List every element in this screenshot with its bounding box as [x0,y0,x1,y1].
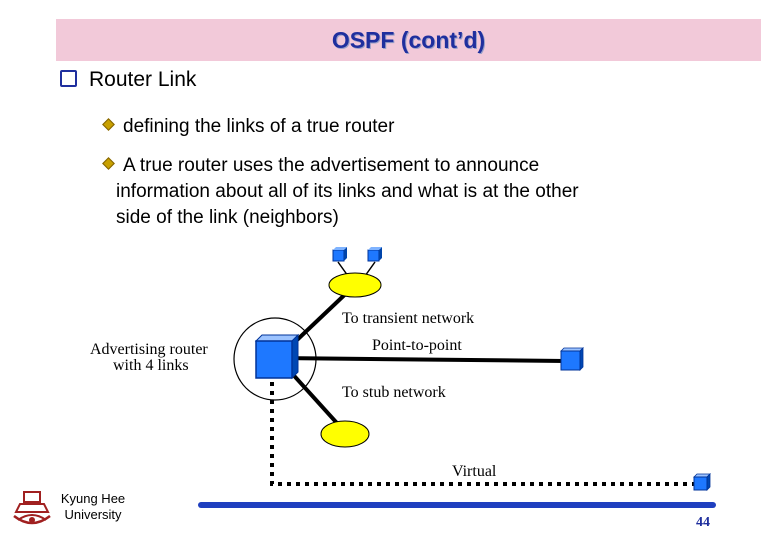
router-highlight-circle [233,317,317,401]
transient-network-icon [328,272,382,298]
stub-network-label: To stub network [342,384,446,401]
section-heading: Router Link [60,68,196,92]
heading-text: Router Link [89,68,197,91]
slide-title: OSPF (cont’d) [331,27,486,53]
page-number: 44 [696,515,710,530]
virtual-link [270,382,700,486]
neighbor-router-icon [560,347,584,371]
university-name-line2: University [64,507,122,522]
bullet-text: defining the links of a true router [123,116,395,137]
point-to-point-label: Point-to-point [372,337,462,354]
title-bar: OSPF (cont’d) [56,19,761,61]
bullet-text: A true router uses the advertisement to … [123,155,540,176]
advertising-router-label: Advertising router [90,341,208,358]
university-name: Kyung Hee University [56,491,130,523]
bullet-text-continued: side of the link (neighbors) [116,207,339,228]
advertising-router-icon [254,333,300,380]
host-icon [367,247,382,262]
bullet-item: defining the links of a true router [102,114,395,140]
bullet-item: A true router uses the advertisement to … [102,153,724,231]
footer-divider-bar [198,502,716,508]
advertising-router-label-line2: with 4 links [113,357,189,374]
point-to-point-link [277,356,566,363]
bullet-text-continued: information about all of its links and w… [116,181,579,202]
virtual-link-label: Virtual [452,463,497,480]
university-seal-icon [13,491,51,525]
stub-network-icon [320,420,370,448]
university-name-line1: Kyung Hee [60,491,126,506]
transient-network-label: To transient network [342,310,474,327]
checkbox-bullet-icon [60,70,77,87]
virtual-router-icon [693,473,711,491]
host-icon [332,247,347,262]
